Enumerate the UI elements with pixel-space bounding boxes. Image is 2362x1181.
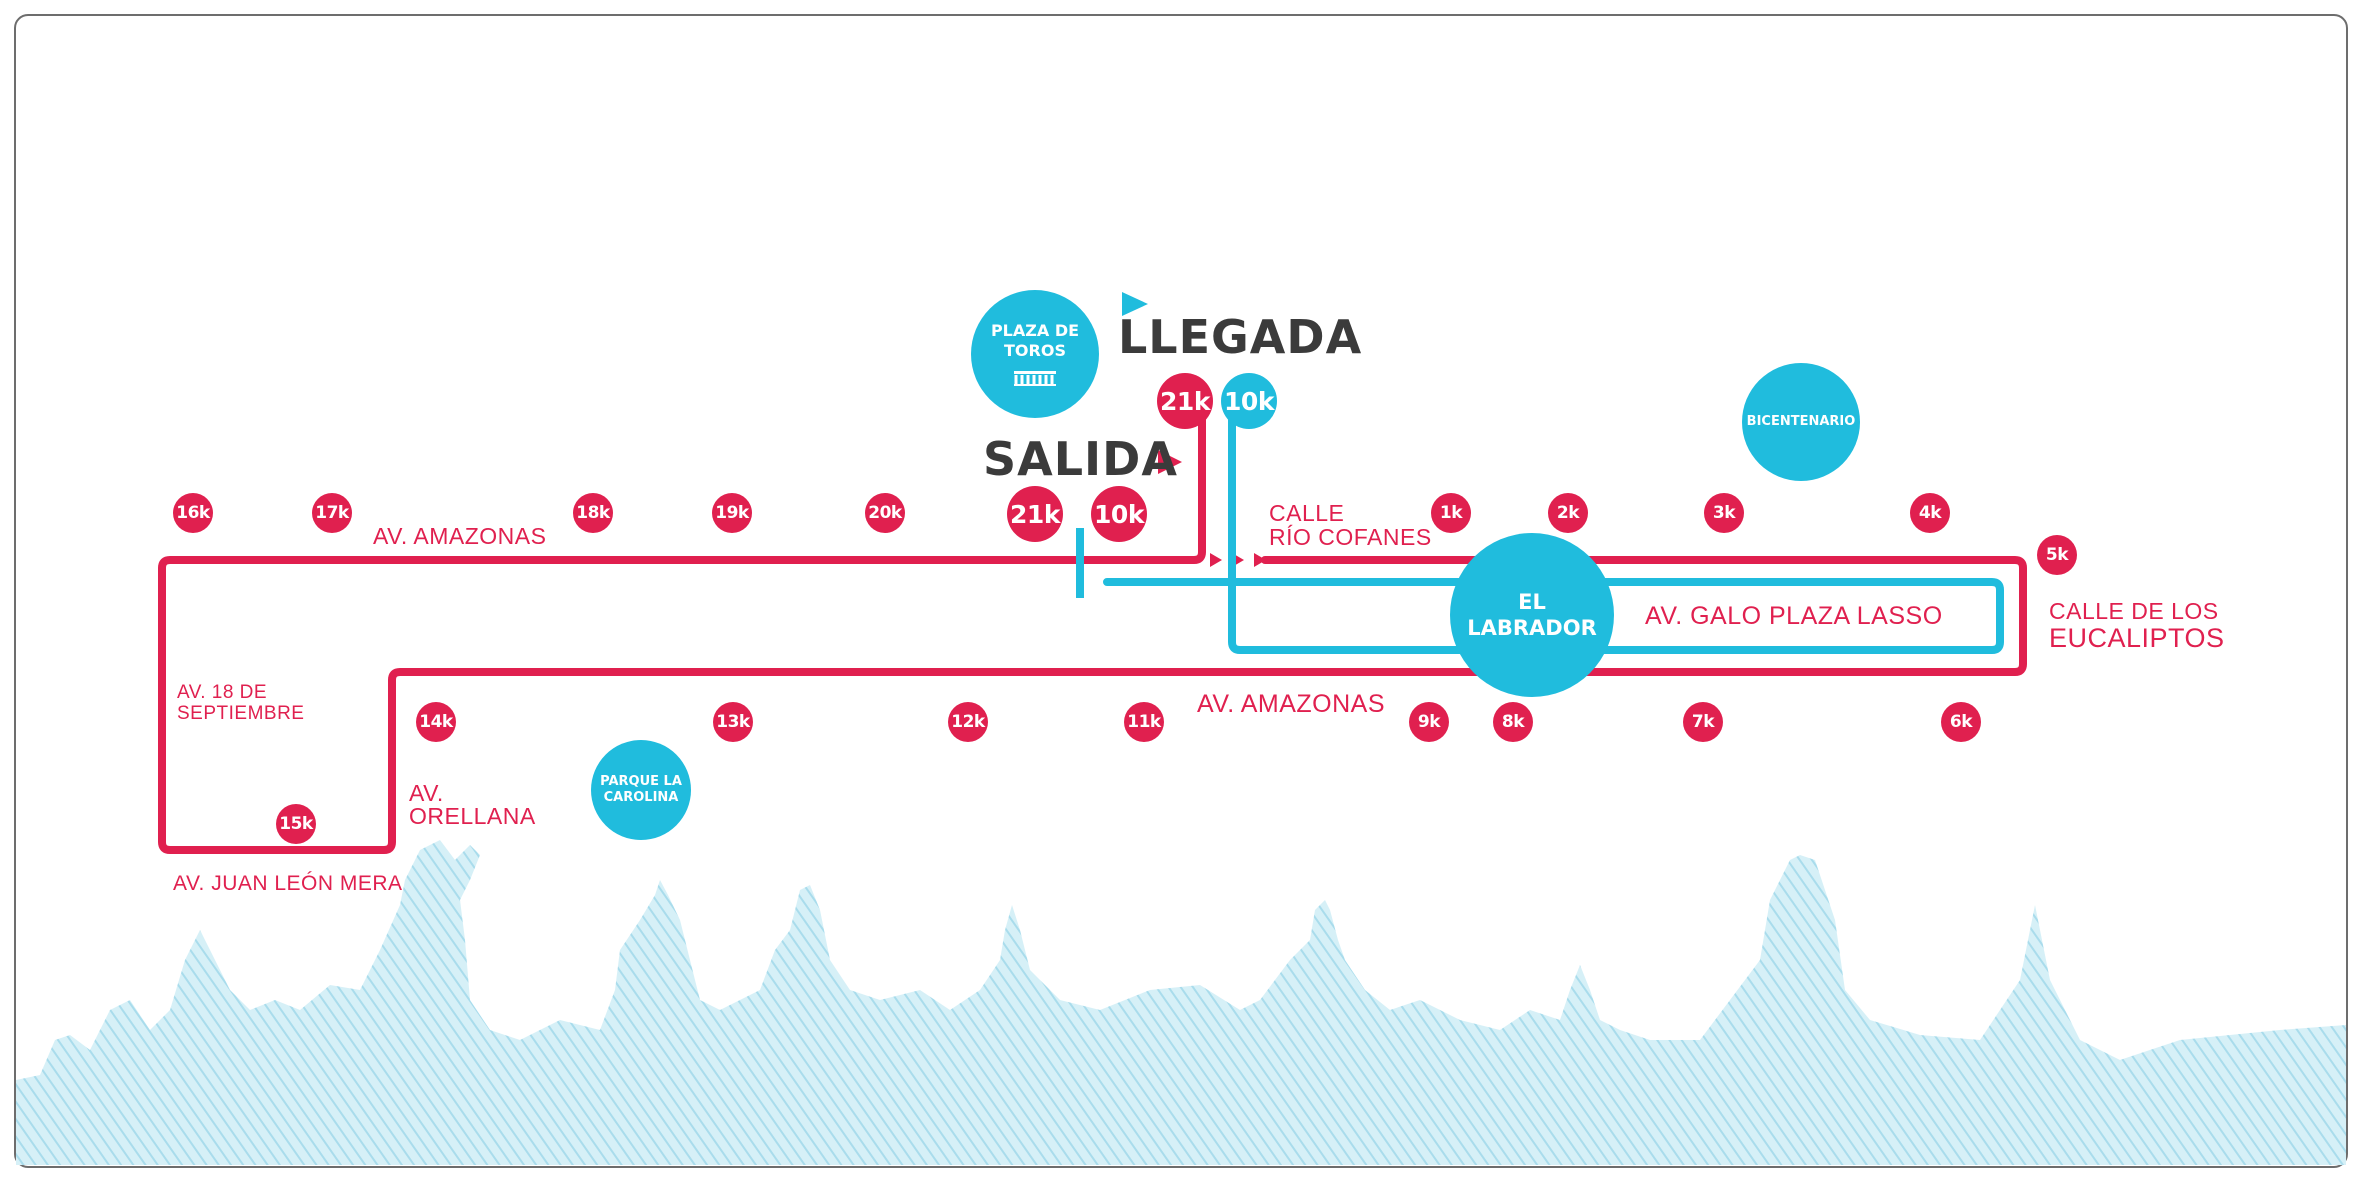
km-marker-14k: 14k <box>416 702 456 742</box>
parque-carolina-line2: CAROLINA <box>603 790 679 805</box>
km-marker-5k: 5k <box>2037 535 2077 575</box>
km-marker-19k: 19k <box>712 493 752 533</box>
finish-flag-icon <box>1122 292 1148 316</box>
direction-arrow <box>1210 553 1222 567</box>
km-marker-18k: 18k <box>573 493 613 533</box>
street-eucaliptos-1: CALLE DE LOS <box>2049 598 2219 624</box>
landmark-bicentenario: BICENTENARIO <box>1742 363 1860 481</box>
landmark-el-labrador: EL LABRADOR <box>1450 533 1614 697</box>
km-marker-16k: 16k <box>173 493 213 533</box>
km-marker-1k: 1k <box>1431 493 1471 533</box>
street-galo-plaza: AV. GALO PLAZA LASSO <box>1645 602 1943 630</box>
km-marker-2k: 2k <box>1548 493 1588 533</box>
street-juan-leon-mera: AV. JUAN LEÓN MERA <box>173 872 403 895</box>
km-marker-20k: 20k <box>865 493 905 533</box>
skyline-silhouette <box>16 840 2346 1165</box>
bullring-icon <box>1014 371 1056 386</box>
el-labrador-line2: LABRADOR <box>1467 616 1597 640</box>
street-rio-cofanes-1: CALLE <box>1269 500 1345 526</box>
km-marker-6k: 6k <box>1941 702 1981 742</box>
km-marker-9k: 9k <box>1409 702 1449 742</box>
parque-carolina-line1: PARQUE LA <box>600 773 682 789</box>
street-eucaliptos-2: EUCALIPTOS <box>2049 623 2225 653</box>
start-flag-icon <box>1158 450 1182 474</box>
street-amazonas-top: AV. AMAZONAS <box>373 523 547 549</box>
street-rio-cofanes-2: RÍO COFANES <box>1269 524 1432 550</box>
street-amazonas-bottom: AV. AMAZONAS <box>1197 690 1386 718</box>
start-badge-21k: 21k <box>1007 486 1063 542</box>
plaza-toros-line1: PLAZA DE <box>990 321 1080 340</box>
landmark-parque-carolina: PARQUE LA CAROLINA <box>591 740 691 840</box>
km-marker-11k: 11k <box>1124 702 1164 742</box>
route-21k-line <box>158 400 2027 854</box>
km-marker-7k: 7k <box>1683 702 1723 742</box>
finish-badge-10k: 10k <box>1221 373 1277 429</box>
el-labrador-line1: EL <box>1518 589 1546 614</box>
street-orellana-2: ORELLANA <box>409 803 536 829</box>
street-dieciocho-2: SEPTIEMBRE <box>177 703 305 724</box>
km-marker-12k: 12k <box>948 702 988 742</box>
finish-title: LLEGADA <box>1118 310 1363 364</box>
km-marker-17k: 17k <box>312 493 352 533</box>
route-10k-line <box>1103 400 2004 654</box>
km-marker-3k: 3k <box>1704 493 1744 533</box>
km-marker-4k: 4k <box>1910 493 1950 533</box>
bicentenario-label: BICENTENARIO <box>1746 413 1856 429</box>
street-dieciocho-1: AV. 18 DE <box>177 682 268 703</box>
km-marker-13k: 13k <box>713 702 753 742</box>
street-orellana-1: AV. <box>409 780 444 806</box>
km-marker-15k: 15k <box>276 804 316 844</box>
finish-badge-21k: 21k <box>1157 373 1213 429</box>
start-title: SALIDA <box>983 432 1178 486</box>
direction-arrow <box>1254 553 1266 567</box>
landmark-plaza-toros: PLAZA DE TOROS <box>971 290 1099 418</box>
km-marker-8k: 8k <box>1493 702 1533 742</box>
plaza-toros-line2: TOROS <box>1004 341 1066 360</box>
start-badge-10k: 10k <box>1091 486 1147 542</box>
